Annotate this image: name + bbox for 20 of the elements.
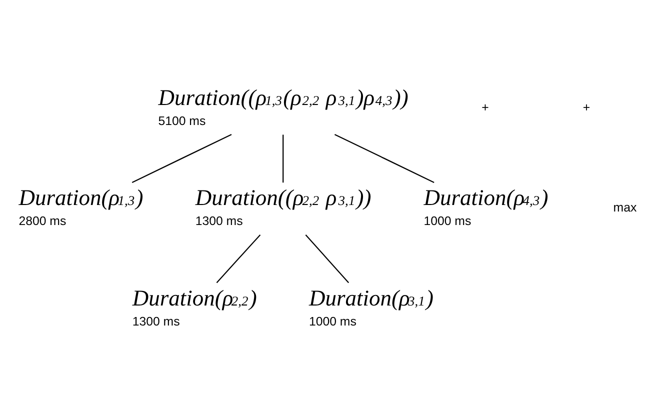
connector: [132, 133, 232, 182]
connector: [216, 234, 261, 283]
connector: [334, 133, 434, 182]
node-text: Duration(ρ3,1): [308, 284, 434, 310]
node-label: 1300 ms: [195, 214, 243, 228]
node-label: 5100 ms: [158, 114, 206, 128]
connector: [305, 234, 350, 283]
label: +: [582, 100, 590, 114]
node-label: 2800 ms: [18, 214, 66, 228]
label: +: [482, 100, 489, 114]
connector: [282, 134, 284, 182]
node-text: Duration(ρ1,3): [18, 184, 144, 210]
node-label: 1300 ms: [132, 314, 180, 328]
node-text: Duration((ρ2,2 ρ3,1)): [195, 184, 372, 210]
node-text: Duration((ρ1,3(ρ2,2 ρ3,1)ρ4,3)): [158, 84, 408, 110]
node-label: 1000 ms: [308, 314, 356, 328]
label: max: [613, 200, 637, 214]
node-text: Duration(ρ4,3): [424, 184, 548, 210]
node-text: Duration(ρ2,2): [132, 284, 257, 310]
node-label: 1000 ms: [424, 214, 472, 228]
